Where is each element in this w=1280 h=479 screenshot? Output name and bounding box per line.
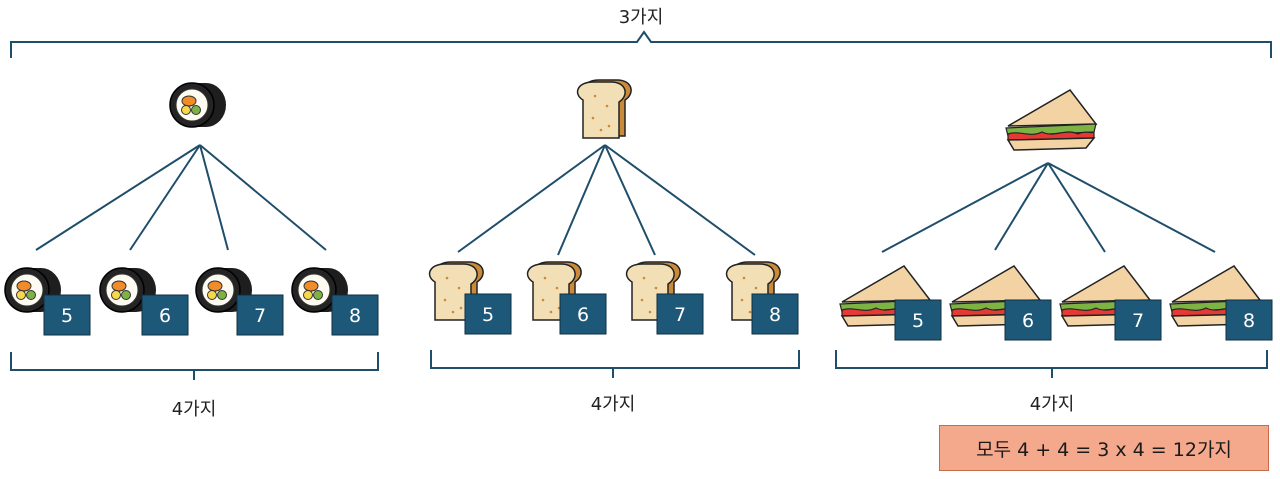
summary-text: 모두 4 + 4 = 3 x 4 = 12가지 <box>976 438 1232 461</box>
gimbap-icon <box>169 82 227 128</box>
number-box: 7 <box>1114 299 1162 341</box>
svg-text:8: 8 <box>1243 310 1255 332</box>
number-box: 7 <box>236 294 284 336</box>
number-box: 5 <box>464 293 512 335</box>
number-box: 8 <box>331 294 379 336</box>
bottom-bracket <box>10 352 379 371</box>
svg-text:7: 7 <box>254 305 266 327</box>
number-box: 5 <box>43 294 91 336</box>
top-bracket <box>10 30 1272 58</box>
svg-text:5: 5 <box>482 304 494 326</box>
branch-lines <box>457 144 756 256</box>
bottom-bracket <box>430 350 800 369</box>
group-gimbap: 5 6 7 8 4가지 <box>4 82 379 420</box>
svg-text:7: 7 <box>674 304 686 326</box>
number-box: 6 <box>141 294 189 336</box>
number-box: 8 <box>1225 299 1273 341</box>
bottom-bracket <box>835 350 1268 369</box>
svg-text:7: 7 <box>1132 310 1144 332</box>
group-sandwich: 5 6 7 8 4가지 <box>835 89 1273 415</box>
count-label: 4가지 <box>172 399 217 420</box>
svg-text:6: 6 <box>577 304 589 326</box>
bread-icon <box>576 79 632 139</box>
number-box: 6 <box>1004 299 1052 341</box>
svg-text:6: 6 <box>159 305 171 327</box>
svg-text:8: 8 <box>769 304 781 326</box>
count-label: 4가지 <box>1030 394 1075 415</box>
svg-text:5: 5 <box>912 310 924 332</box>
number-box: 6 <box>559 293 607 335</box>
sandwich-icon <box>1005 89 1097 151</box>
top-label: 3가지 <box>619 7 664 28</box>
branch-lines <box>881 162 1216 253</box>
svg-text:5: 5 <box>61 305 73 327</box>
count-label: 4가지 <box>591 394 636 415</box>
number-box: 7 <box>656 293 704 335</box>
number-box: 8 <box>751 293 799 335</box>
group-bread: 5 6 7 8 4가지 <box>428 79 800 415</box>
svg-text:6: 6 <box>1022 310 1034 332</box>
number-box: 5 <box>894 299 942 341</box>
summary-box: 모두 4 + 4 = 3 x 4 = 12가지 <box>939 425 1269 471</box>
svg-text:8: 8 <box>349 305 361 327</box>
branch-lines <box>35 144 327 251</box>
